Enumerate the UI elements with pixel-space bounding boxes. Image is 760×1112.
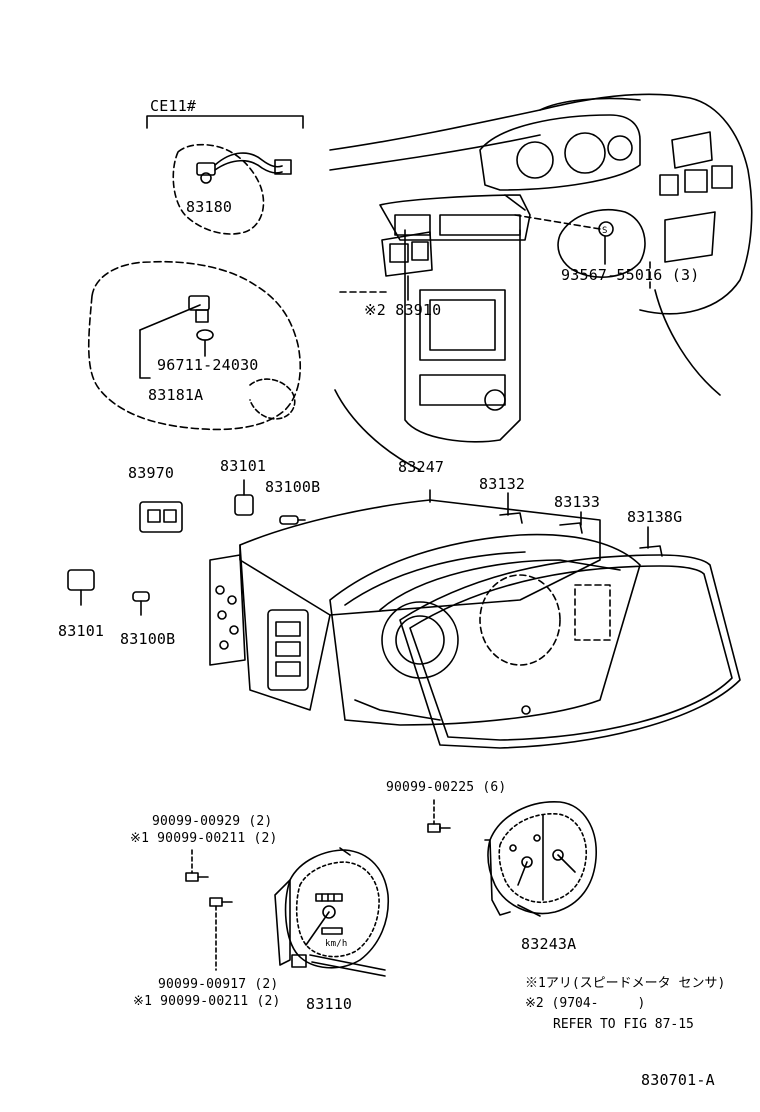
part-label-83101-top: 83101: [220, 457, 267, 475]
part-label-93567-55016: 93567-55016 (3): [561, 266, 700, 284]
group-code-label: CE11#: [150, 97, 197, 115]
sender-83181A-drawing: [87, 260, 301, 431]
part-label-83133: 83133: [554, 493, 601, 511]
part-label-90099-00211-b: ※1 90099-00211 (2): [133, 994, 281, 1009]
combination-meter-exploded: [209, 489, 741, 749]
part-label-83110: 83110: [306, 995, 353, 1013]
note-speed-sensor: ※1アリ(スピードメータ センサ): [525, 976, 726, 991]
svg-text:S: S: [602, 226, 607, 236]
part-label-90099-00211-a: ※1 90099-00211 (2): [130, 831, 278, 846]
part-label-83101-left: 83101: [58, 622, 105, 640]
part-label-83181A: 83181A: [148, 386, 204, 404]
part-label-90099-00929: 90099-00929 (2): [152, 814, 273, 829]
part-label-83180: 83180: [186, 198, 233, 216]
note-refer-figure: REFER TO FIG 87-15: [553, 1017, 694, 1032]
small-parts-drawing: [67, 479, 306, 616]
gauge-83243A-drawing: [484, 801, 597, 917]
sensor-83180-drawing: [172, 143, 292, 235]
part-label-90099-00225: 90099-00225 (6): [386, 780, 507, 795]
part-label-83100B-left: 83100B: [120, 630, 176, 648]
speedometer-83110-drawing: [274, 847, 390, 977]
screws-drawing: [185, 799, 451, 971]
part-label-83910: ※2 83910: [364, 301, 442, 319]
part-label-83970: 83970: [128, 464, 175, 482]
gauge-kmh-text: km/h: [325, 939, 348, 949]
part-label-83138G: 83138G: [627, 508, 683, 526]
figure-code-label: 830701-A: [641, 1071, 715, 1089]
ce11-bracket: [146, 115, 304, 129]
part-label-83132: 83132: [479, 475, 526, 493]
note-production-date: ※2 (9704- ): [525, 996, 646, 1011]
part-label-96711-24030: 96711-24030: [157, 356, 259, 374]
part-label-90099-00917: 90099-00917 (2): [158, 977, 279, 992]
part-label-83243A: 83243A: [521, 935, 577, 953]
part-label-83100B-top: 83100B: [265, 478, 321, 496]
part-label-83247: 83247: [398, 458, 445, 476]
dashboard-overview-drawing: S: [329, 93, 753, 471]
